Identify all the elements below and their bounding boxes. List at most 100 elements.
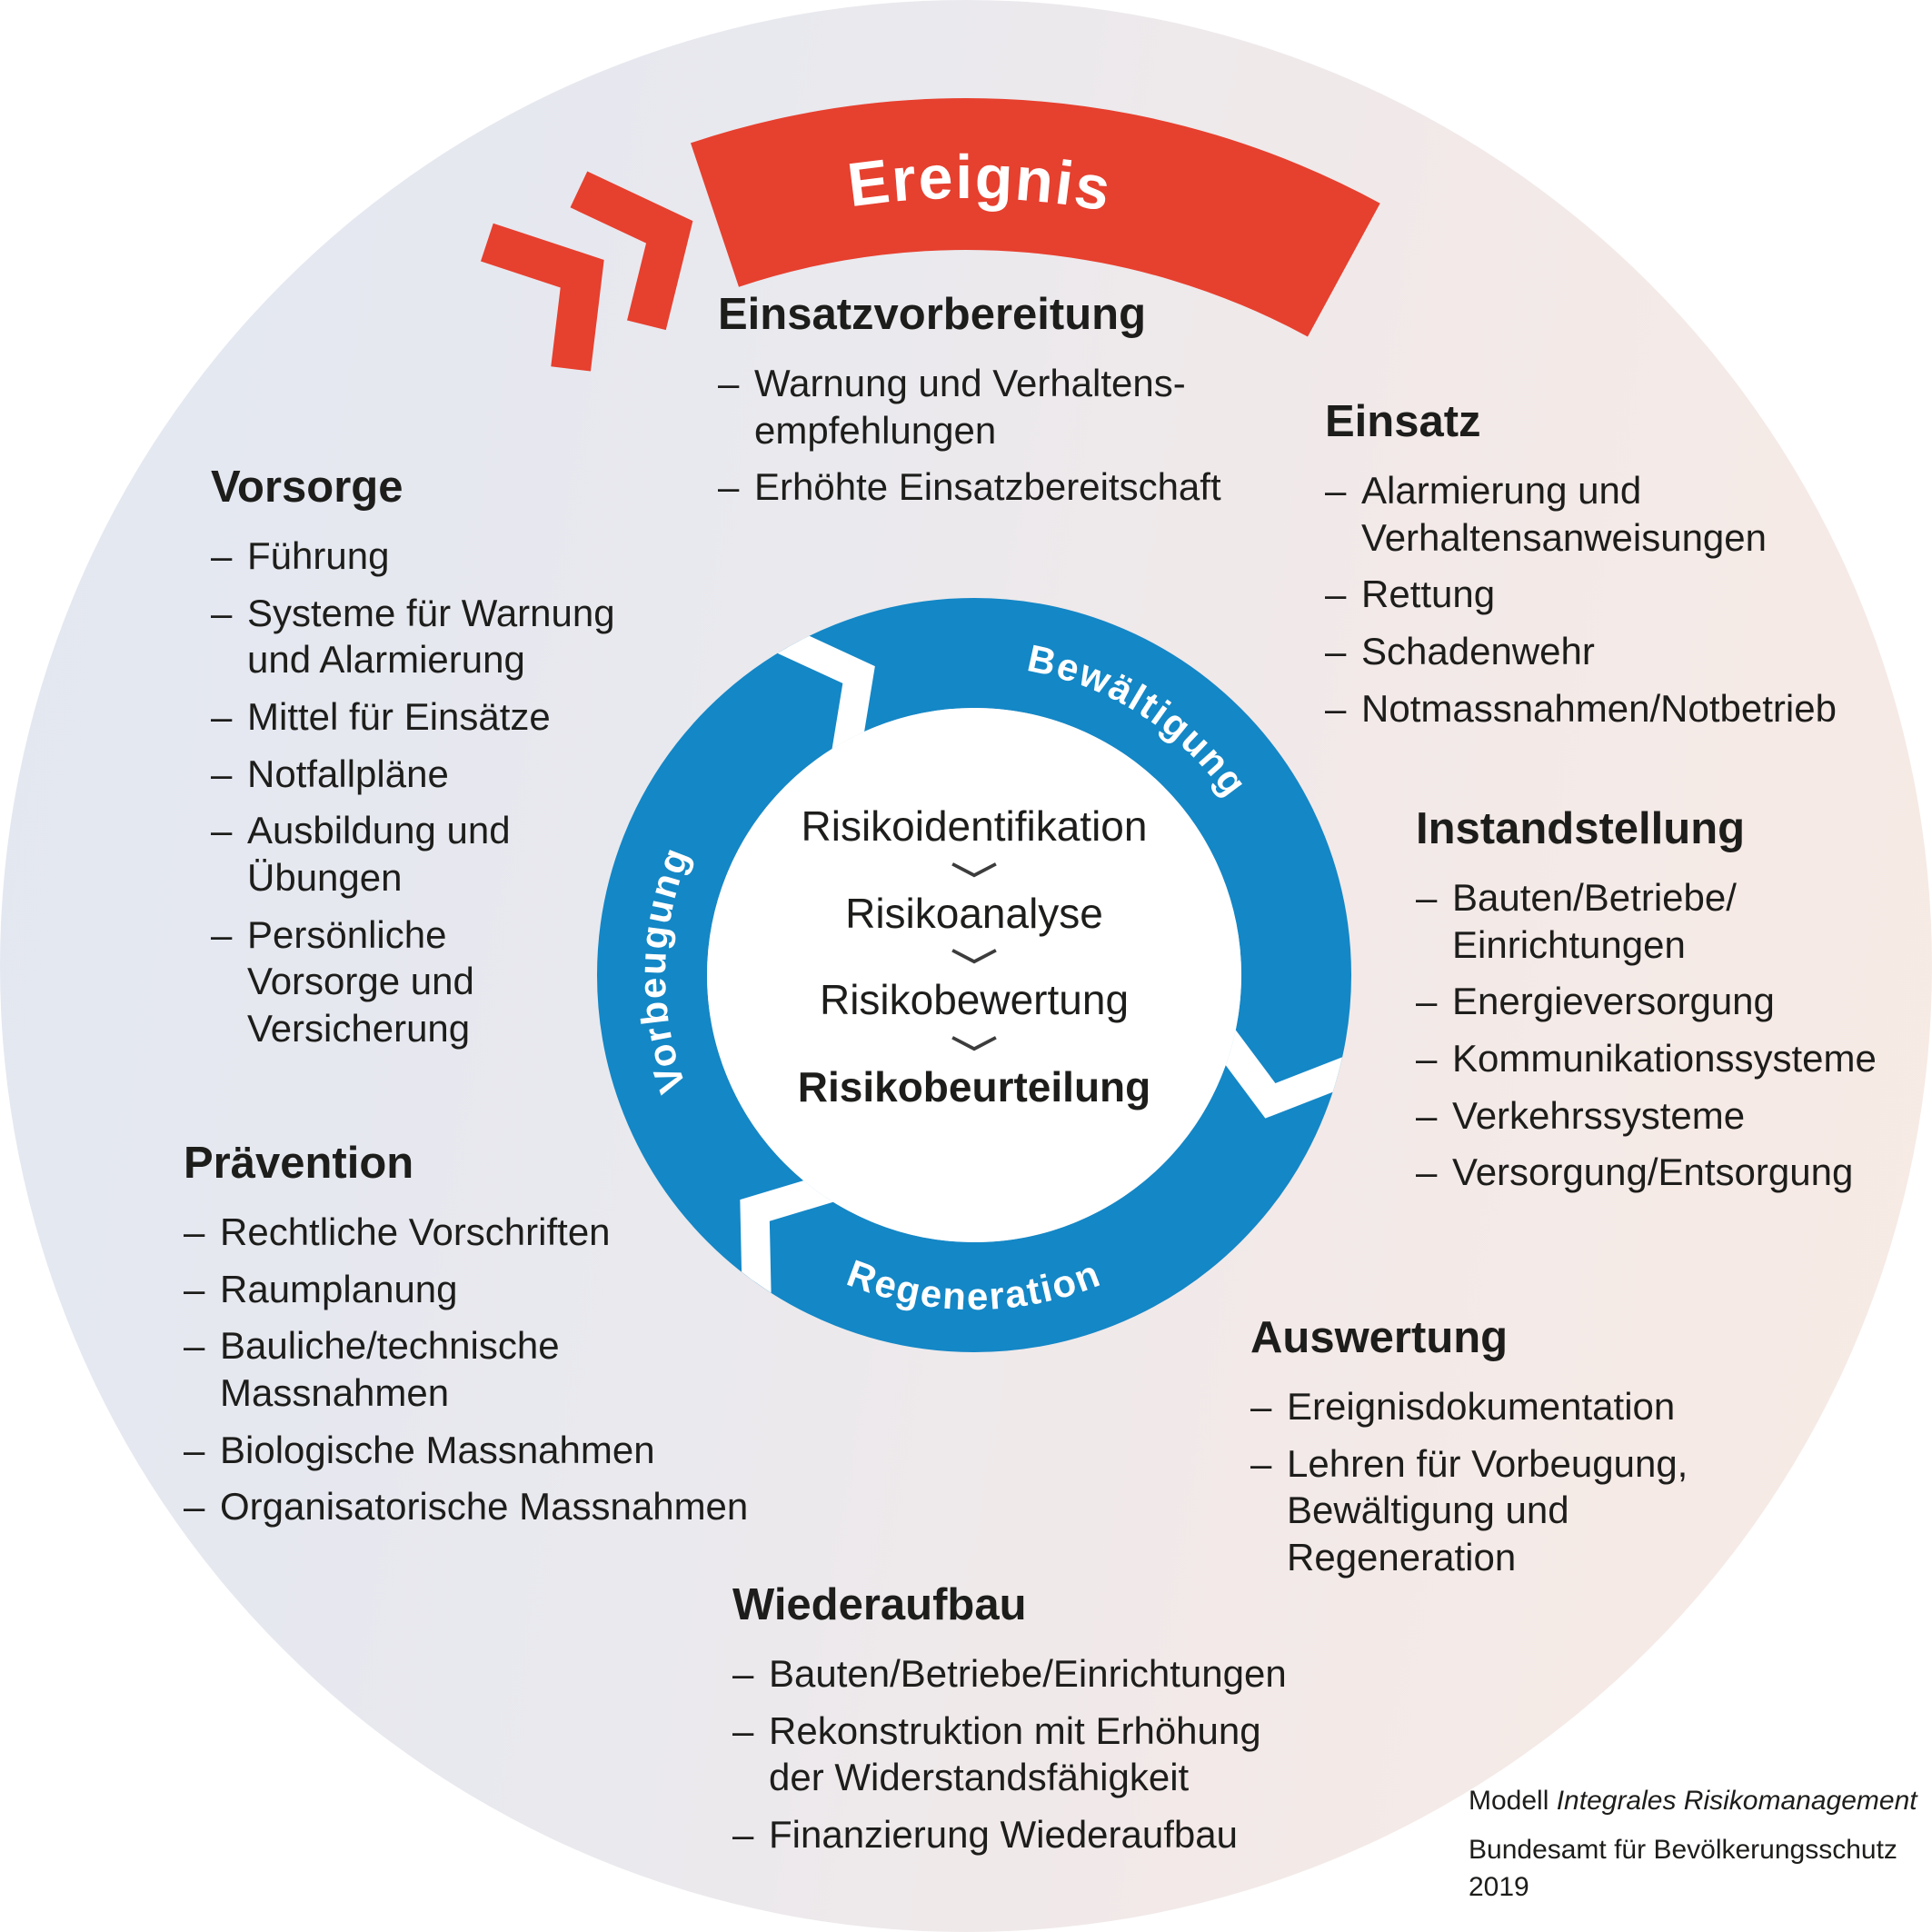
list-dash: – bbox=[184, 1428, 205, 1471]
section-praevention: Prävention – Rechtliche Vorschriften – R… bbox=[184, 1138, 783, 1540]
section-title: Auswertung bbox=[1250, 1313, 1509, 1362]
list-item: – Rechtliche Vorschriften bbox=[184, 1209, 783, 1256]
list-dash: – bbox=[211, 752, 233, 795]
list-item-text: Verkehrssysteme bbox=[1452, 1093, 1746, 1137]
section-wiederaufbau: Wiederaufbau – Bauten/Betriebe/Einrichtu… bbox=[732, 1579, 1369, 1868]
list-item-text: Führung bbox=[247, 534, 390, 577]
list-item-text: Biologische Massnahmen bbox=[220, 1428, 655, 1471]
list-item-text: Rechtliche Vorschriften bbox=[220, 1210, 611, 1253]
list-dash: – bbox=[184, 1485, 205, 1529]
list-dash: – bbox=[732, 1708, 754, 1752]
cycle-ring bbox=[597, 598, 1351, 1352]
list-item: – Alarmierung und Verhaltensanweisungen bbox=[1325, 467, 1907, 561]
list-dash: – bbox=[1416, 1093, 1438, 1137]
credit-year: 2019 bbox=[1469, 1871, 1529, 1902]
credit: Modell Integrales Risikomanagement Bunde… bbox=[1469, 1783, 1917, 1906]
list-item: – Rekonstruktion mit Erhöhung der Widers… bbox=[732, 1708, 1369, 1801]
list-item-text: Versorgung/Entsorgung bbox=[1452, 1150, 1854, 1194]
list-item: – Raumplanung bbox=[184, 1266, 783, 1313]
ring-gap-chevron-icon bbox=[1210, 1028, 1351, 1119]
list-dash: – bbox=[718, 465, 740, 509]
list-item-text: Rekonstruktion mit Erhöhung der Widersta… bbox=[769, 1708, 1261, 1799]
list-item: – Schadenwehr bbox=[1325, 628, 1907, 675]
list-item-text: Bauliche/technische Massnahmen bbox=[220, 1324, 560, 1414]
list-item-text: Warnung und Verhaltens- empfehlungen bbox=[754, 362, 1186, 452]
list-dash: – bbox=[211, 591, 233, 634]
section-title: Vorsorge bbox=[211, 463, 403, 512]
list-dash: – bbox=[1250, 1385, 1272, 1428]
section-title: Einsatzvorbereitung bbox=[718, 290, 1147, 339]
list-item-text: Ereignisdokumentation bbox=[1287, 1385, 1676, 1428]
list-item-text: Kommunikationssysteme bbox=[1452, 1036, 1877, 1080]
list-item-text: Raumplanung bbox=[220, 1267, 458, 1310]
section-vorsorge: Vorsorge – Führung – Systeme für Warnung… bbox=[211, 462, 720, 1062]
section-title: Wiederaufbau bbox=[732, 1580, 1027, 1629]
step-risikoanalyse: Risikoanalyse bbox=[845, 889, 1103, 937]
list-item-text: Systeme für Warnung und Alarmierung bbox=[247, 591, 615, 682]
list-item-text: Bauten/Betriebe/ Einrichtungen bbox=[1452, 876, 1737, 966]
list-item: – Organisatorische Massnahmen bbox=[184, 1483, 783, 1530]
list-item-text: Alarmierung und Verhaltensanweisungen bbox=[1361, 469, 1768, 559]
list-item: – Finanzierung Wiederaufbau bbox=[732, 1811, 1369, 1858]
ring-segment-gaps bbox=[740, 624, 1351, 1299]
list-item: – Ausbildung und Übungen bbox=[211, 807, 720, 901]
list-dash: – bbox=[1325, 469, 1347, 512]
credit-prefix: Modell bbox=[1469, 1786, 1549, 1816]
list-item-text: Ausbildung und Übungen bbox=[247, 809, 511, 899]
list-dash: – bbox=[1416, 1036, 1438, 1080]
list-dash: – bbox=[1325, 573, 1347, 616]
list-item-text: Mittel für Einsätze bbox=[247, 694, 551, 738]
banner-chevron-icon bbox=[481, 223, 604, 372]
credit-organization: Bundesamt für Bevölkerungsschutz bbox=[1469, 1834, 1897, 1865]
list-item-text: Lehren für Vorbeugung, Bewältigung und R… bbox=[1287, 1441, 1688, 1578]
list-item-text: Bauten/Betriebe/Einrichtungen bbox=[769, 1652, 1287, 1695]
list-item: – Biologische Massnahmen bbox=[184, 1427, 783, 1474]
section-title: Einsatz bbox=[1325, 397, 1481, 446]
list-item: – Rettung bbox=[1325, 571, 1907, 618]
list-item-text: Persönliche Vorsorge und Versicherung bbox=[247, 912, 474, 1050]
list-dash: – bbox=[732, 1652, 754, 1695]
step-risikobewertung: Risikobewertung bbox=[819, 976, 1130, 1024]
list-item-text: Rettung bbox=[1361, 573, 1496, 616]
list-dash: – bbox=[1250, 1441, 1272, 1485]
section-einsatz: Einsatz – Alarmierung und Verhaltensanwe… bbox=[1325, 396, 1907, 742]
list-dash: – bbox=[1416, 1150, 1438, 1194]
step-risikoidentifikation: Risikoidentifikation bbox=[801, 802, 1148, 850]
banner-chevron-icon bbox=[570, 171, 693, 331]
list-item: – Ereignisdokumentation bbox=[1250, 1383, 1814, 1430]
ring-gap-chevron-icon bbox=[773, 624, 875, 756]
list-item: – Persönliche Vorsorge und Versicherung bbox=[211, 911, 720, 1052]
list-item: – Notmassnahmen/Notbetrieb bbox=[1325, 685, 1907, 732]
list-item: – Mittel für Einsätze bbox=[211, 693, 720, 741]
list-item: – Kommunikationssysteme bbox=[1416, 1035, 1925, 1082]
list-item-text: Energieversorgung bbox=[1452, 980, 1775, 1023]
risk-assessment-steps: Risikoidentifikation Risikoanalyse Risik… bbox=[702, 803, 1247, 1110]
section-title: Instandstellung bbox=[1416, 804, 1746, 853]
ereignis-banner: Ereignis bbox=[481, 98, 1380, 372]
ring-gap-chevron-icon bbox=[740, 1173, 835, 1299]
list-item-text: Notmassnahmen/Notbetrieb bbox=[1361, 686, 1837, 730]
list-dash: – bbox=[1416, 876, 1438, 919]
chevron-down-icon bbox=[951, 1035, 997, 1051]
list-dash: – bbox=[184, 1324, 205, 1368]
step-risikobeurteilung: Risikobeurteilung bbox=[797, 1062, 1151, 1110]
list-item-text: Notfallpläne bbox=[247, 752, 449, 795]
list-item-text: Schadenwehr bbox=[1361, 629, 1595, 672]
list-dash: – bbox=[184, 1210, 205, 1253]
section-einsatzvorbereitung: Einsatzvorbereitung – Warnung und Verhal… bbox=[718, 289, 1309, 521]
list-dash: – bbox=[1325, 629, 1347, 672]
section-auswertung: Auswertung – Ereignisdokumentation – Leh… bbox=[1250, 1312, 1814, 1591]
list-item: – Systeme für Warnung und Alarmierung bbox=[211, 590, 720, 683]
list-item: – Bauten/Betriebe/ Einrichtungen bbox=[1416, 874, 1925, 968]
credit-model-name: Integrales Risikomanagement bbox=[1556, 1786, 1917, 1816]
list-dash: – bbox=[211, 694, 233, 738]
list-item: – Notfallpläne bbox=[211, 751, 720, 798]
list-item-text: Finanzierung Wiederaufbau bbox=[769, 1812, 1238, 1856]
chevron-down-icon bbox=[951, 949, 997, 964]
section-title: Prävention bbox=[184, 1139, 414, 1188]
list-dash: – bbox=[211, 534, 233, 577]
list-dash: – bbox=[1416, 980, 1438, 1023]
list-item: – Erhöhte Einsatzbereitschaft bbox=[718, 463, 1309, 511]
list-dash: – bbox=[211, 809, 233, 852]
